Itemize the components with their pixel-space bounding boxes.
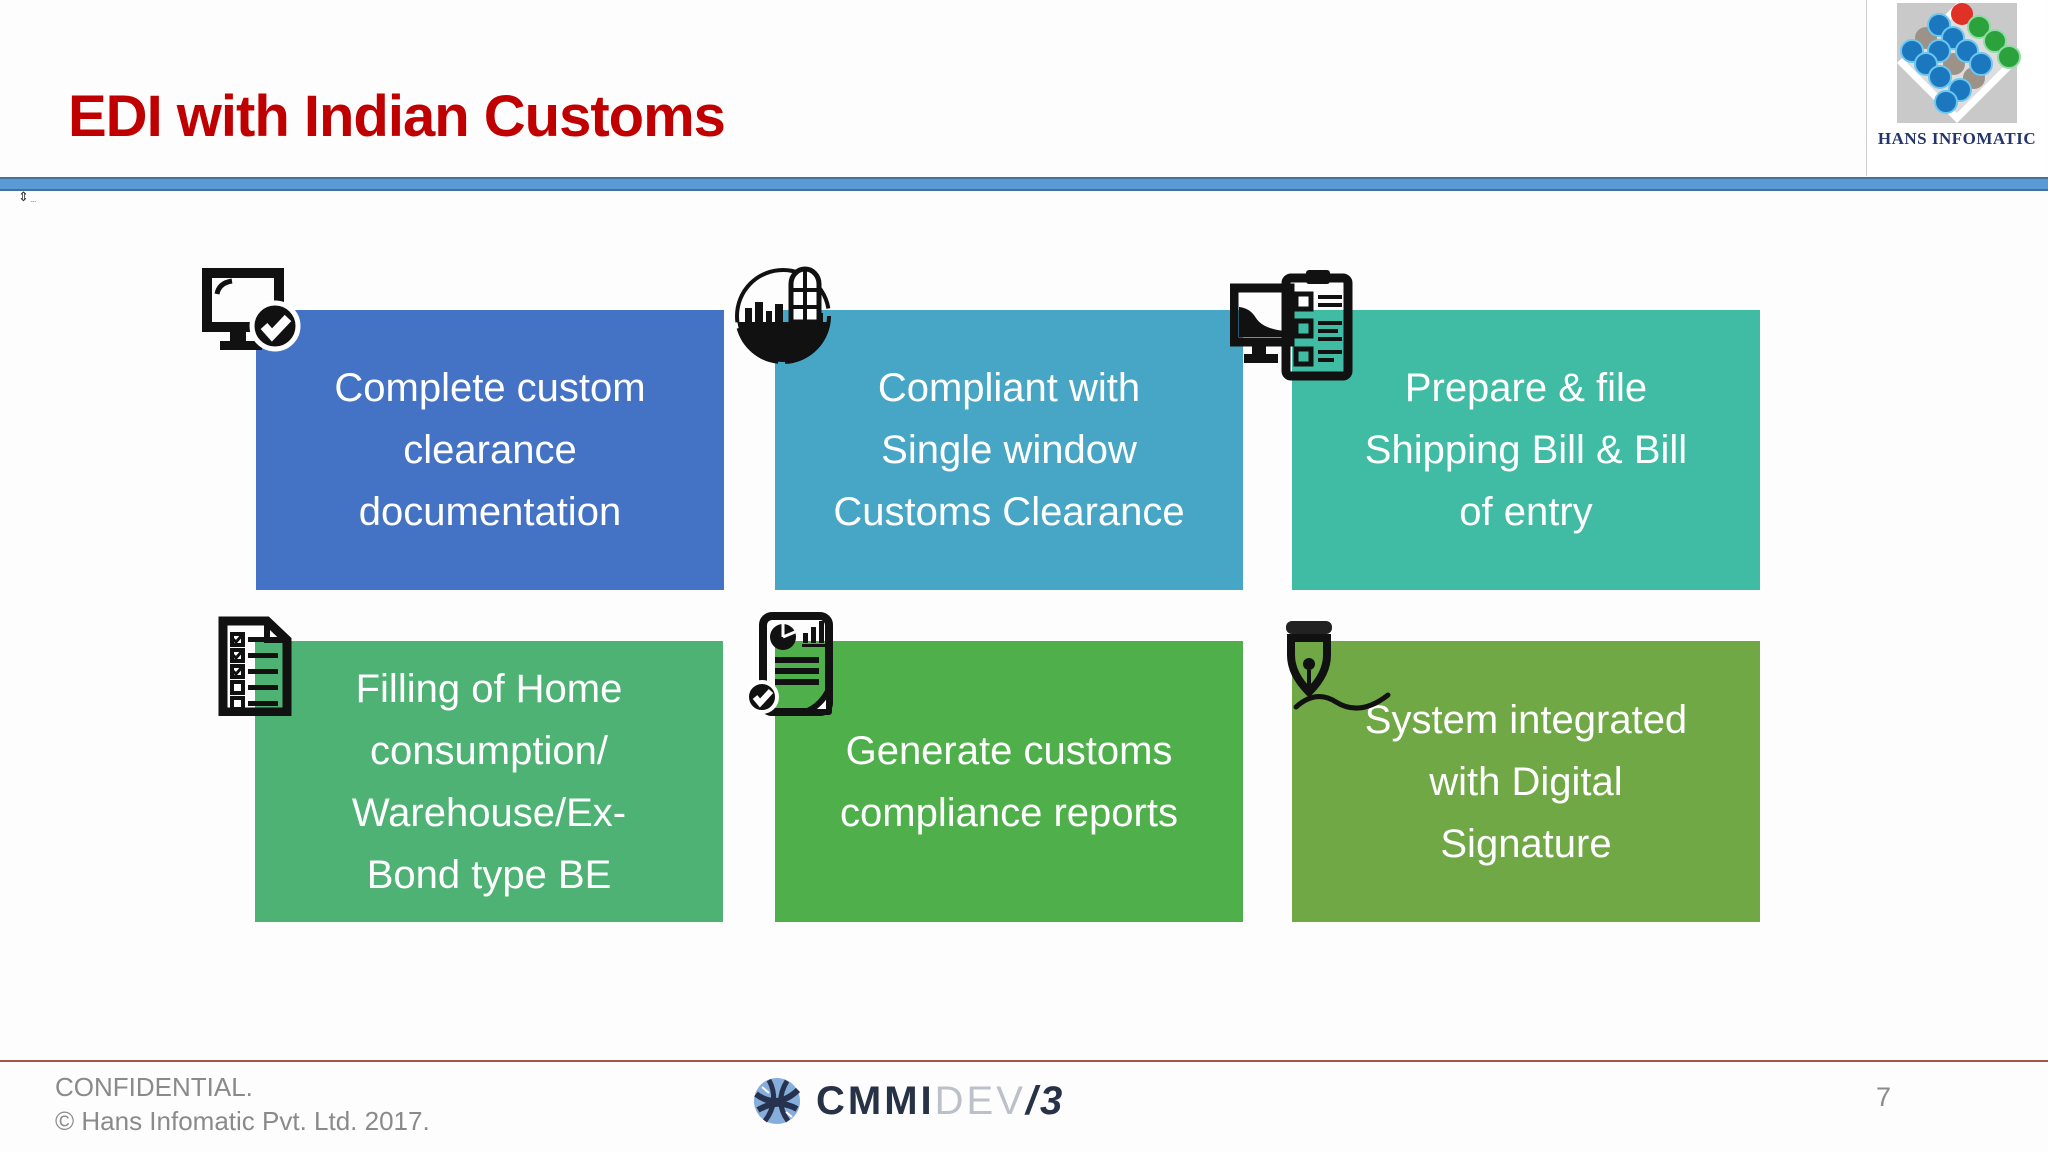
checklist-document-icon bbox=[218, 616, 292, 716]
feature-box-label: Filling of Home consumption/ Warehouse/E… bbox=[351, 666, 627, 897]
feature-box-label: Complete custom clearance documentation bbox=[334, 366, 646, 534]
object-anchor-icon: ⇕﹍ bbox=[18, 189, 38, 204]
copyright-text: © Hans Infomatic Pvt. Ltd. 2017. bbox=[55, 1106, 430, 1136]
cmmi-dev-text: DEV bbox=[934, 1078, 1026, 1123]
feature-box-label: Prepare & file Shipping Bill & Bill of e… bbox=[1364, 366, 1688, 534]
feature-box-label: Generate customs compliance reports bbox=[840, 728, 1178, 835]
confidential-text: CONFIDENTIAL. bbox=[55, 1072, 253, 1102]
title-divider-bar bbox=[0, 177, 2048, 191]
cmmi-globe-icon bbox=[754, 1078, 801, 1124]
monitor-clipboard-icon bbox=[1230, 270, 1353, 381]
page-number: 7 bbox=[1876, 1082, 1892, 1112]
footer-divider bbox=[0, 1060, 2048, 1062]
monitor-check-icon bbox=[202, 268, 301, 352]
feature-box-home-consumption: Filling of Home consumption/ Warehouse/E… bbox=[218, 616, 723, 922]
company-logo: HANS INFOMATIC bbox=[1866, 0, 2047, 176]
feature-box-digital-signature: System integrated with Digital Signature bbox=[1286, 621, 1760, 922]
feature-box-compliance-reports: Generate customs compliance reports bbox=[747, 612, 1243, 922]
logo-text: HANS INFOMATIC bbox=[1877, 129, 2037, 148]
feature-box-single-window: Compliant with Single window Customs Cle… bbox=[735, 266, 1243, 590]
cmmi-level-text: /3 bbox=[1025, 1078, 1066, 1123]
feature-box-label: Compliant with Single window Customs Cle… bbox=[833, 366, 1185, 534]
footer-confidential-block: CONFIDENTIAL. © Hans Infomatic Pvt. Ltd.… bbox=[55, 1070, 430, 1138]
pen-signature-icon bbox=[1286, 621, 1391, 711]
feature-box-clearance-documentation: Complete custom clearance documentation bbox=[202, 268, 724, 590]
single-window-city-icon bbox=[735, 266, 831, 364]
cmmi-text: CMMI bbox=[816, 1078, 935, 1123]
report-document-icon bbox=[747, 612, 833, 716]
feature-box-shipping-bill: Prepare & file Shipping Bill & Bill of e… bbox=[1230, 270, 1760, 590]
feature-box-label: System integrated with Digital Signature bbox=[1364, 697, 1688, 866]
page-title: EDI with Indian Customs bbox=[68, 83, 726, 149]
hans-infomatic-logo-icon bbox=[1897, 3, 2021, 123]
